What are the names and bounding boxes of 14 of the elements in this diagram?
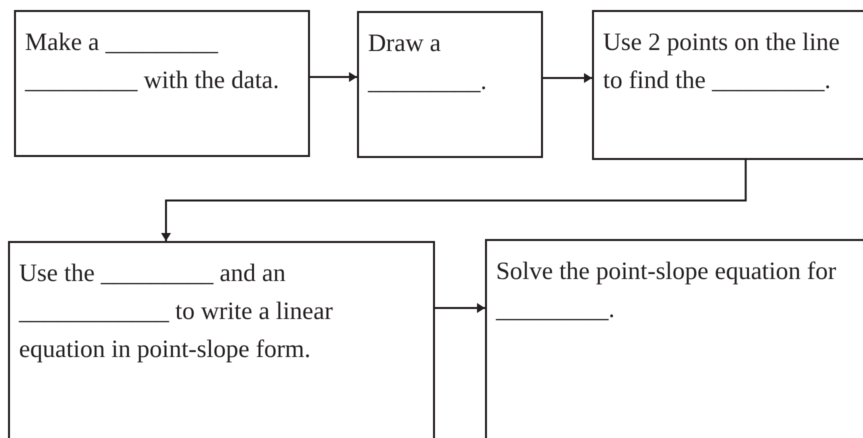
process-box [357, 11, 543, 158]
process-box [592, 10, 863, 160]
box-text: Make a _________ _________ with the data. [25, 28, 280, 96]
arrow [161, 160, 747, 241]
box-text: Solve the point-slope equation for _________. [496, 257, 838, 325]
box-text: Use 2 points on the line to find the _________. [603, 28, 841, 96]
arrow [310, 72, 357, 82]
box-text: Use the _________ and an ____________ to write a linear equation in point-slope form. [19, 259, 334, 365]
process-box [8, 241, 435, 438]
process-box [14, 10, 310, 157]
arrow [435, 303, 485, 313]
process-box [485, 239, 863, 438]
box-text: Draw a _________. [368, 29, 488, 97]
arrow [543, 73, 592, 83]
